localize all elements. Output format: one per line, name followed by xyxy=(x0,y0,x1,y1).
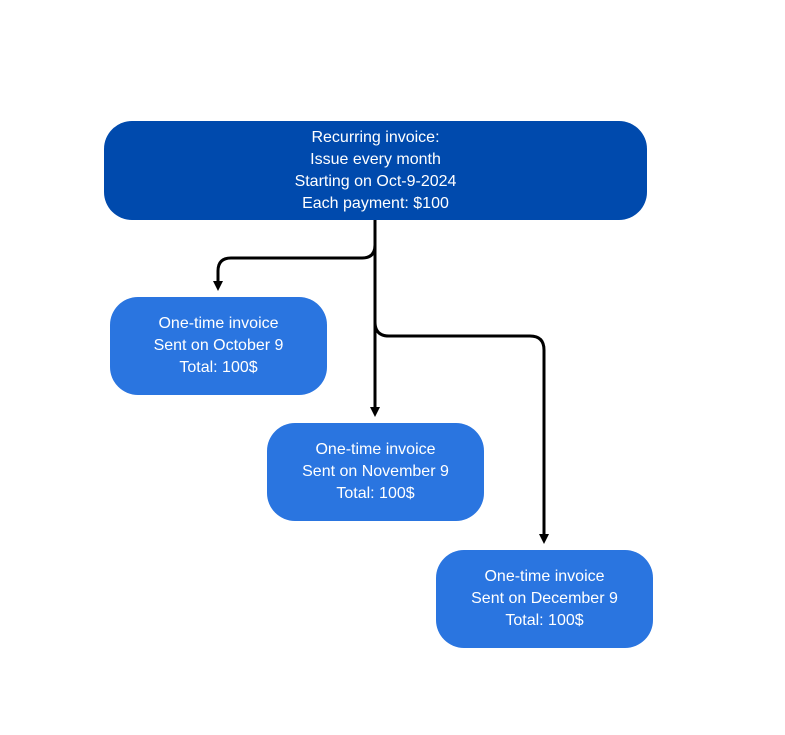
october-line-3: Total: 100$ xyxy=(179,359,258,376)
root-line-3: Starting on Oct-9-2024 xyxy=(294,172,457,190)
december-line-1: One-time invoice xyxy=(484,568,605,585)
connector-to-october xyxy=(213,220,377,291)
november-line-2: Sent on November 9 xyxy=(302,463,449,480)
december-line-3: Total: 100$ xyxy=(505,612,584,629)
recurring-invoice-node: Recurring invoice: Issue every month Sta… xyxy=(104,121,647,220)
one-time-invoice-october-node: One-time invoice Sent on October 9 Total… xyxy=(110,297,327,395)
october-line-2: Sent on October 9 xyxy=(153,337,284,354)
one-time-invoice-december-node: One-time invoice Sent on December 9 Tota… xyxy=(436,550,653,648)
root-line-4: Each payment: $100 xyxy=(302,194,449,212)
connector-to-december xyxy=(373,220,549,544)
root-line-1: Recurring invoice: xyxy=(311,128,440,146)
october-line-1: One-time invoice xyxy=(158,315,279,332)
november-line-3: Total: 100$ xyxy=(336,485,415,502)
november-line-1: One-time invoice xyxy=(315,441,436,458)
root-line-2: Issue every month xyxy=(310,150,441,168)
one-time-invoice-november-node: One-time invoice Sent on November 9 Tota… xyxy=(267,423,484,521)
december-line-2: Sent on December 9 xyxy=(471,590,618,607)
